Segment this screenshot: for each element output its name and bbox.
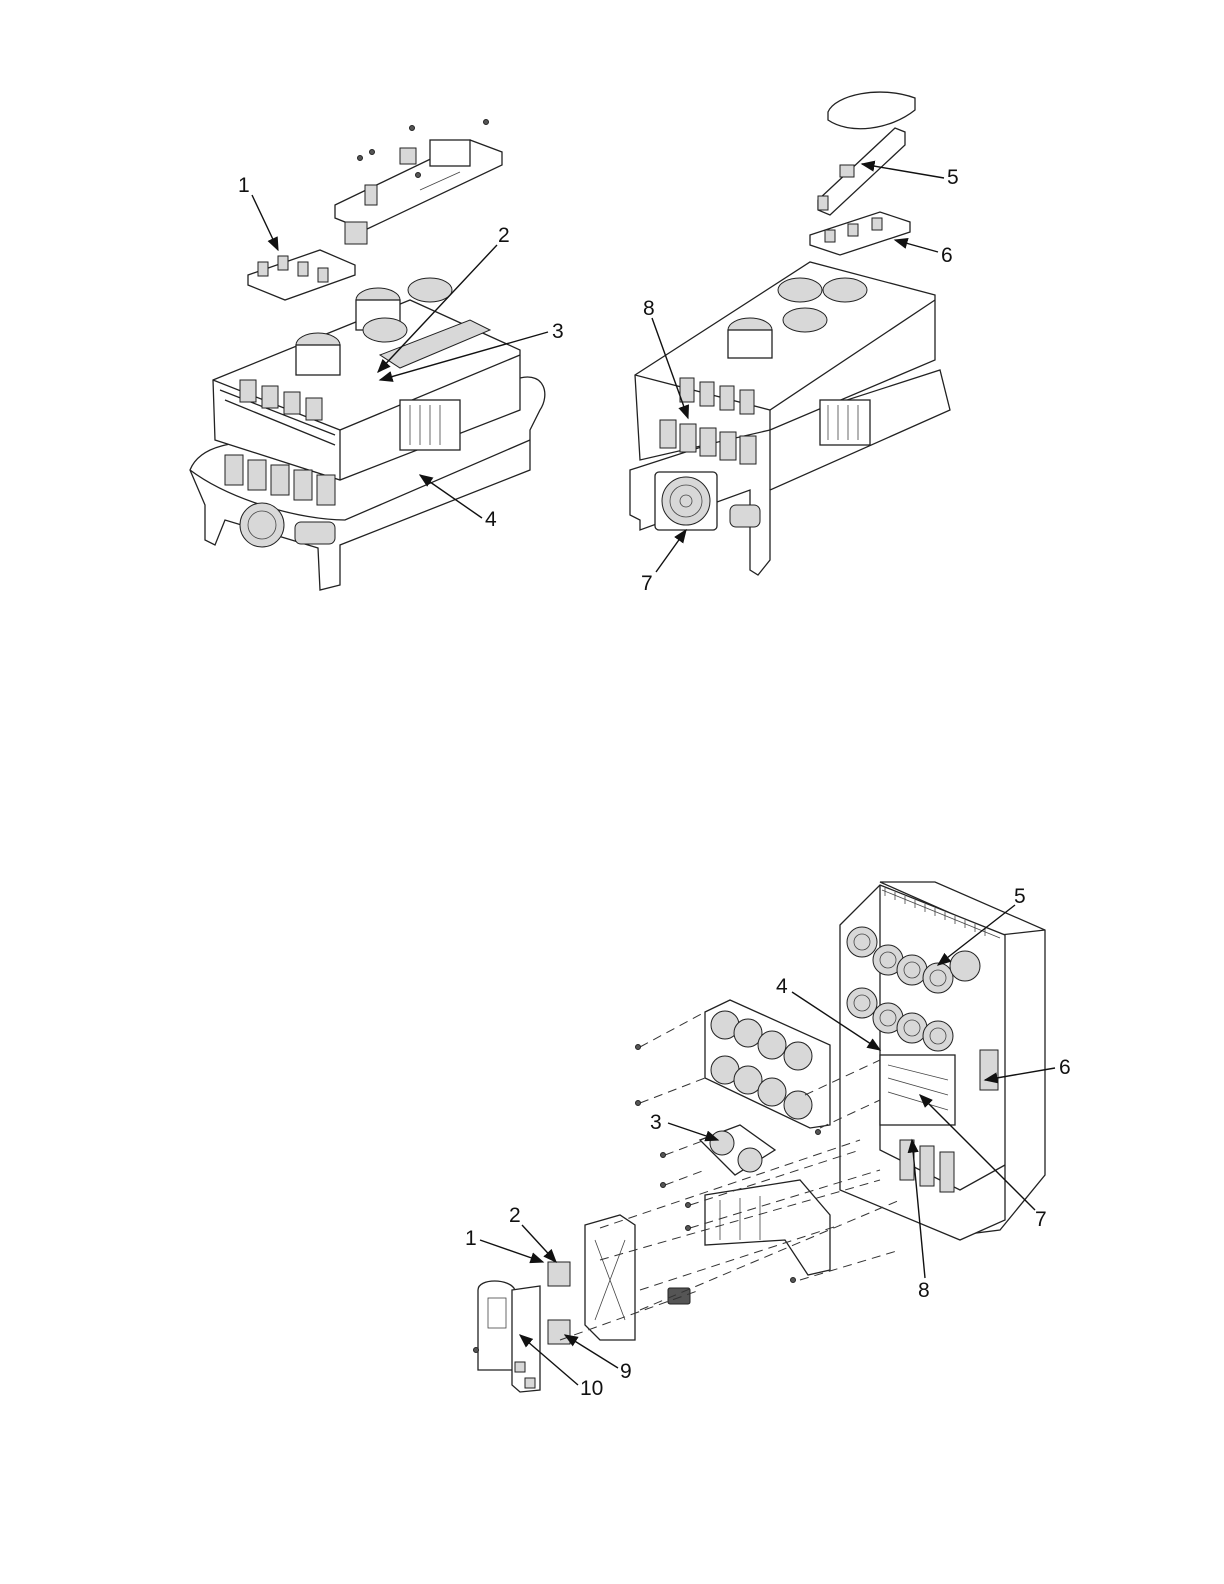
drive-assembly-right: 5 6 8 7	[630, 92, 959, 595]
power-board-item-1	[248, 250, 355, 300]
callout-2: 2	[509, 1204, 521, 1227]
fan-shroud	[705, 1000, 830, 1128]
drive-assembly-left: 1 2 3 4	[190, 120, 564, 591]
callout-5: 5	[1014, 885, 1026, 908]
io-board-item-6	[810, 212, 910, 255]
callout-1: 1	[238, 174, 250, 197]
callout-9: 9	[620, 1360, 632, 1383]
callout-8: 8	[643, 297, 655, 320]
callout-4: 4	[485, 508, 497, 531]
control-board-item-5	[818, 128, 905, 215]
callout-5: 5	[947, 166, 959, 189]
callout-1: 1	[465, 1227, 477, 1250]
callout-2: 2	[498, 224, 510, 247]
callout-10: 10	[580, 1377, 603, 1400]
cooling-fans	[700, 1125, 775, 1175]
callout-6: 6	[1059, 1056, 1071, 1079]
callout-4: 4	[776, 975, 788, 998]
callout-7: 7	[641, 572, 653, 595]
callout-3: 3	[650, 1111, 662, 1134]
callout-7: 7	[1035, 1208, 1047, 1231]
callout-3: 3	[552, 320, 564, 343]
callout-6: 6	[941, 244, 953, 267]
exploded-cabinet-bottom: 1 2 3 4 5 6 7 8 9 10	[465, 882, 1071, 1400]
callout-8: 8	[918, 1279, 930, 1302]
